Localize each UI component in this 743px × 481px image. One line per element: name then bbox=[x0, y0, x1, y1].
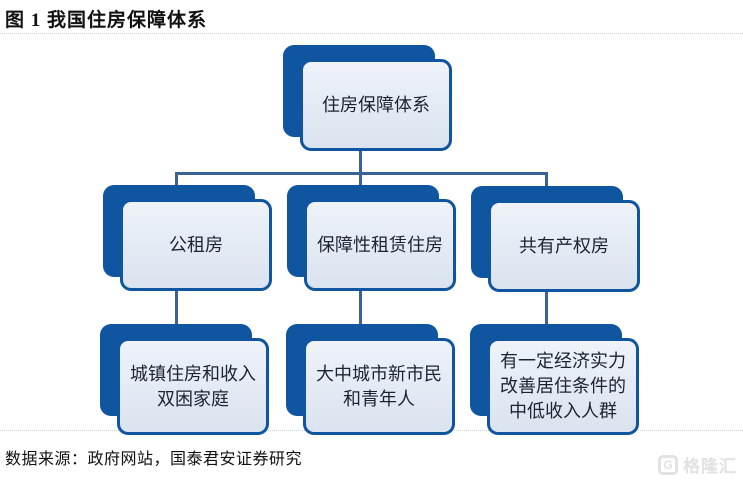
watermark-text: 格隆汇 bbox=[683, 457, 737, 476]
node-label: 保障性租赁住房 bbox=[304, 199, 456, 291]
connector-l2-l3-middle bbox=[359, 291, 362, 327]
connector-drop-left bbox=[175, 172, 178, 188]
node-public-rental-target: 城镇住房和收入 双困家庭 bbox=[100, 324, 270, 435]
node-root-label: 住房保障体系 bbox=[300, 59, 452, 151]
node-affordable-rental: 保障性租赁住房 bbox=[287, 185, 457, 295]
node-label: 有一定经济实力 改善居住条件的 中低收入人群 bbox=[487, 338, 639, 435]
node-shared-ownership: 共有产权房 bbox=[471, 186, 641, 296]
node-label: 城镇住房和收入 双困家庭 bbox=[117, 338, 269, 435]
node-label: 大中城市新市民 和青年人 bbox=[303, 338, 455, 435]
source-note: 数据来源：政府网站，国泰君安证券研究 bbox=[5, 451, 303, 468]
figure-title: 图 1 我国住房保障体系 bbox=[5, 10, 208, 31]
node-label: 共有产权房 bbox=[488, 200, 640, 292]
connector-l2-l3-right bbox=[545, 291, 548, 327]
gelonghui-logo-letter: G bbox=[663, 457, 673, 472]
node-label: 公租房 bbox=[120, 199, 272, 291]
watermark: G 格隆汇 bbox=[658, 452, 737, 477]
top-dotted-divider bbox=[0, 33, 743, 34]
connector-drop-right bbox=[545, 172, 548, 188]
node-affordable-rental-target: 大中城市新市民 和青年人 bbox=[286, 324, 456, 435]
node-public-rental: 公租房 bbox=[103, 185, 273, 295]
connector-root-vertical bbox=[359, 151, 362, 187]
connector-horizontal-bar bbox=[175, 172, 548, 175]
node-root: 住房保障体系 bbox=[283, 45, 453, 155]
node-shared-ownership-target: 有一定经济实力 改善居住条件的 中低收入人群 bbox=[470, 324, 640, 435]
gelonghui-logo-icon: G bbox=[658, 454, 678, 475]
connector-l2-l3-left bbox=[175, 291, 178, 327]
